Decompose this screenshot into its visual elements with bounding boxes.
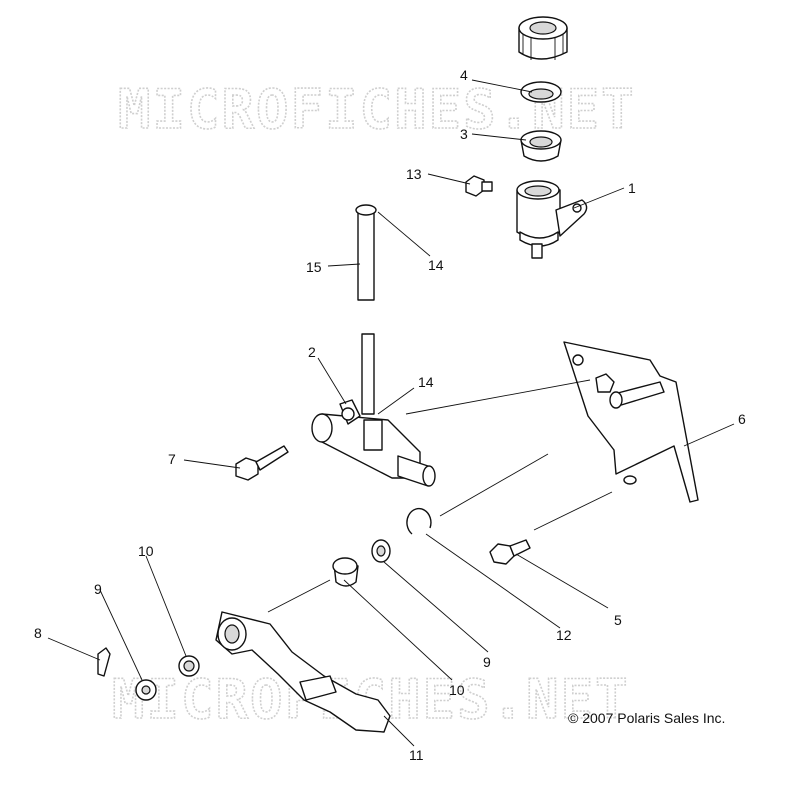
callout-2: 2 (308, 344, 316, 360)
bushing-part-10-left (178, 655, 200, 677)
callout-1: 1 (628, 180, 636, 196)
brake-pedal-part-11 (215, 611, 391, 733)
bushing-part-10-right (332, 557, 359, 587)
pivot-assembly-part-2 (311, 399, 436, 487)
copyright-notice: © 2007 Polaris Sales Inc. (568, 710, 725, 726)
callout-3: 3 (460, 126, 468, 142)
callout-14-mid: 14 (418, 374, 434, 390)
callout-13: 13 (406, 166, 422, 182)
callout-5: 5 (614, 612, 622, 628)
diaphragm-part-4 (520, 81, 562, 103)
callout-15: 15 (306, 259, 322, 275)
bolt-part-13 (465, 175, 493, 197)
callout-10-left: 10 (138, 543, 154, 559)
callout-9-left: 9 (94, 581, 102, 597)
screw-part-5 (489, 539, 531, 565)
washer-part-9-right (371, 539, 391, 563)
callout-6: 6 (738, 411, 746, 427)
bolt-part-7 (235, 445, 289, 481)
callout-14-top: 14 (428, 257, 444, 273)
callout-4: 4 (460, 67, 468, 83)
callout-11: 11 (409, 747, 424, 763)
cotter-pin-part-8 (97, 647, 111, 677)
seal-part-3 (520, 130, 562, 162)
washer-part-9-left (135, 679, 157, 701)
master-cylinder-part-1 (516, 180, 588, 259)
callout-12: 12 (556, 627, 572, 643)
push-rod-part-15 (355, 204, 377, 415)
circlip-part-12 (406, 507, 432, 535)
leader-lines (47, 79, 735, 747)
bracket-plate-part-6 (563, 341, 699, 503)
callout-9-right: 9 (483, 654, 491, 670)
callout-10-right: 10 (449, 682, 465, 698)
reservoir-cap (518, 16, 568, 60)
callout-8: 8 (34, 625, 42, 641)
callout-7: 7 (168, 451, 176, 467)
